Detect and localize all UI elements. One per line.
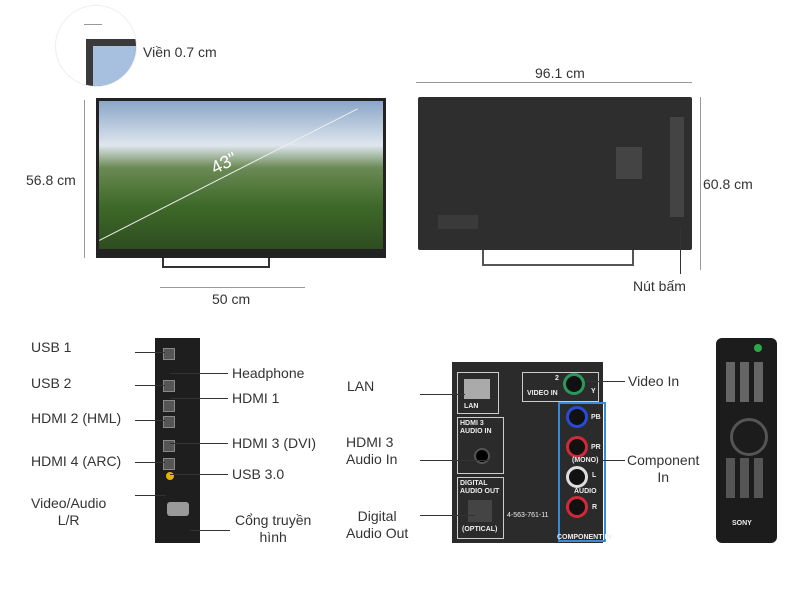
- bezel-label: Viền 0.7 cm: [143, 44, 217, 60]
- tv-back: [418, 97, 692, 250]
- remote-control: SONY: [716, 338, 777, 543]
- width-label: 96.1 cm: [535, 65, 585, 81]
- button-label: Nút bấm: [633, 278, 686, 294]
- bezel-zoom: [55, 5, 137, 87]
- back-stand: [482, 250, 634, 266]
- hdmi1-label: HDMI 1: [232, 390, 280, 406]
- usb2-label: USB 2: [31, 375, 72, 391]
- stand-width-label: 50 cm: [212, 291, 251, 307]
- lan-label: LAN: [347, 378, 375, 394]
- power-icon: [754, 344, 762, 352]
- video-in-label: Video In: [628, 373, 680, 389]
- tv-front: 43": [96, 98, 386, 258]
- tv-screen: [99, 101, 383, 249]
- height-front-label: 56.8 cm: [26, 172, 76, 188]
- hdmi3-label: HDMI 3 (DVI): [232, 435, 316, 451]
- front-stand: [162, 258, 270, 268]
- usb1-label: USB 1: [31, 339, 72, 355]
- hdmi2-label: HDMI 2 (HML): [31, 410, 122, 426]
- hdmi4-label: HDMI 4 (ARC): [31, 453, 122, 469]
- mono-label: (MONO): [572, 457, 599, 464]
- side-panel: [155, 338, 200, 543]
- headphone-label: Headphone: [232, 365, 305, 381]
- usb3-label: USB 3.0: [232, 466, 285, 482]
- video-in-number: 2: [555, 375, 559, 382]
- height-back-label: 60.8 cm: [703, 176, 753, 192]
